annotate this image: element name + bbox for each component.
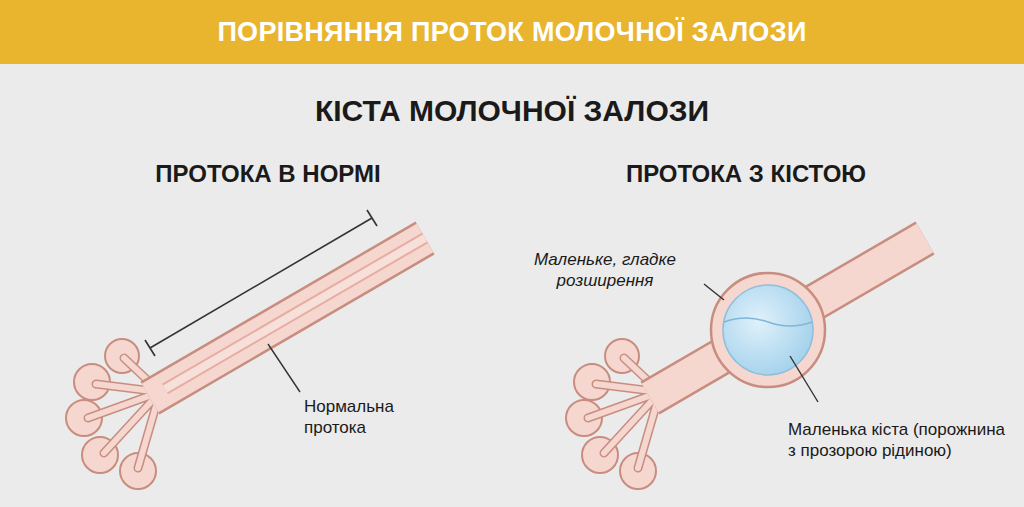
header-title: ПОРІВНЯННЯ ПРОТОК МОЛОЧНОЇ ЗАЛОЗИ	[217, 17, 806, 48]
part-label: Нормальна протока	[304, 396, 444, 439]
leader-line	[704, 284, 818, 402]
subtitle: КІСТА МОЛОЧНОЇ ЗАЛОЗИ	[315, 94, 709, 128]
normal-duct	[66, 238, 425, 489]
column-heading: ПРОТОКА З КІСТОЮ	[626, 160, 866, 188]
part-label: Маленьке, гладке розширення	[510, 249, 700, 292]
length-bracket	[145, 210, 377, 356]
part-label: Маленька кіста (порожнина з прозорою рід…	[788, 419, 1008, 462]
leader-line	[268, 344, 300, 392]
column-heading: ПРОТОКА В НОРМІ	[155, 160, 380, 188]
header-band	[0, 0, 1024, 64]
